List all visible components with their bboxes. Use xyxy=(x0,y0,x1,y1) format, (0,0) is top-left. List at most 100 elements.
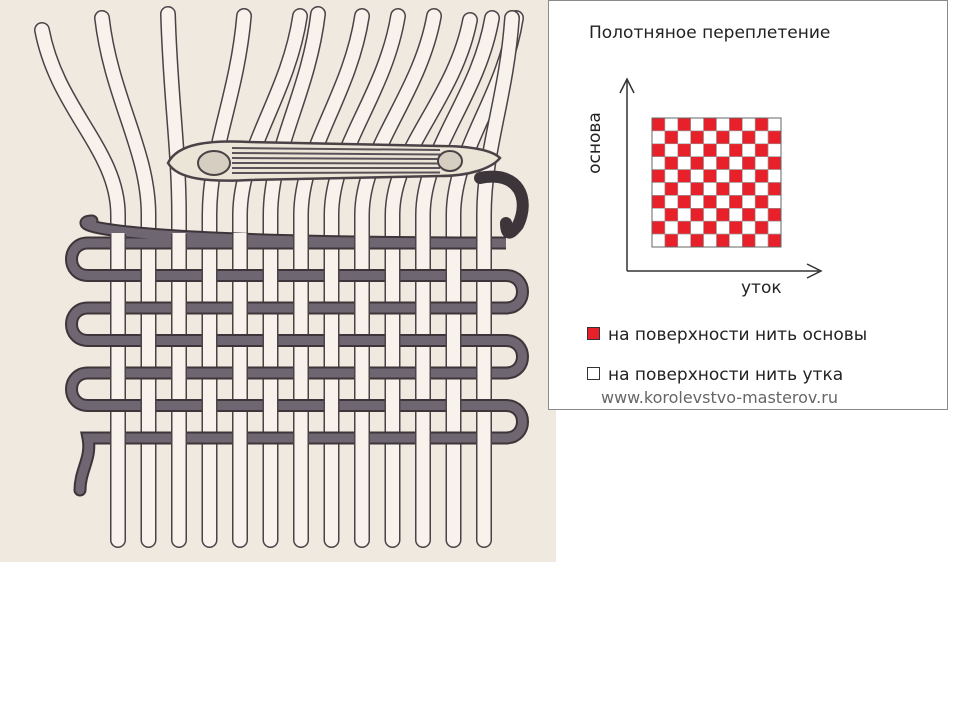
weaving-illustration xyxy=(0,0,556,562)
warp-crossing xyxy=(325,265,338,286)
shuttle-thread-line xyxy=(231,147,441,151)
grid-cell-warp xyxy=(754,169,769,183)
grid-cell-warp xyxy=(742,233,756,248)
grid-cell-warp xyxy=(754,195,769,209)
grid-cell-warp xyxy=(690,182,704,196)
weaving-drawing xyxy=(34,6,529,548)
grid-cell-warp xyxy=(677,117,692,132)
grid-cell-warp xyxy=(767,182,782,196)
warp-crossing xyxy=(111,298,125,318)
warp-crossing xyxy=(172,233,186,253)
warp-crossing xyxy=(294,233,308,253)
grid-cell-weft xyxy=(729,233,743,248)
grid-cell-warp xyxy=(690,208,704,222)
grid-cell-warp xyxy=(729,220,743,235)
weave-chart xyxy=(619,77,823,279)
grid-cell-weft xyxy=(742,143,756,158)
grid-cell-warp xyxy=(742,156,756,170)
grid-cell-weft xyxy=(664,117,679,132)
warp-crossing xyxy=(142,395,155,416)
grid-cell-warp xyxy=(754,143,769,158)
grid-cell-weft xyxy=(703,130,717,145)
grid-cell-warp xyxy=(729,195,743,209)
warp-thread xyxy=(477,11,519,547)
grid-cell-warp xyxy=(716,233,730,248)
y-axis-arrow xyxy=(619,77,635,94)
grid-cell-warp xyxy=(742,182,756,196)
grid-cell-weft xyxy=(767,195,782,209)
warp-crossing xyxy=(416,298,430,318)
grid-cell-warp xyxy=(664,233,679,248)
grid-cell-warp xyxy=(703,195,717,209)
warp-thread xyxy=(386,13,477,547)
grid-cell-weft xyxy=(690,117,704,132)
warp-crossing xyxy=(416,363,430,383)
grid-cell-warp xyxy=(703,143,717,158)
legend-label-warp: на поверхности нить основы xyxy=(608,325,868,345)
grid-cell-warp xyxy=(716,156,730,170)
grid-cell-warp xyxy=(729,169,743,183)
grid-cell-warp xyxy=(716,208,730,222)
grid-cell-weft xyxy=(767,169,782,183)
grid-cell-weft xyxy=(690,195,704,209)
warp-crossing xyxy=(447,330,460,351)
x-axis-arrow xyxy=(806,263,823,279)
grid-cell-warp xyxy=(677,169,692,183)
axes xyxy=(619,77,823,279)
warp-crossing xyxy=(142,330,155,351)
warp-crossing xyxy=(447,265,460,286)
grid-cell-weft xyxy=(664,169,679,183)
grid-cell-warp xyxy=(651,143,666,158)
warp-crossing xyxy=(264,330,277,351)
grid-cell-weft xyxy=(716,117,730,132)
shuttle-thread-line xyxy=(231,162,441,165)
grid-cell-warp xyxy=(703,169,717,183)
grid-cell-warp xyxy=(729,143,743,158)
grid-cell-weft xyxy=(754,130,769,145)
grid-cell-weft xyxy=(651,182,666,196)
shuttle-body xyxy=(166,140,502,182)
grid-cell-weft xyxy=(677,156,692,170)
grid-cell-warp xyxy=(729,117,743,132)
grid-cell-warp xyxy=(767,130,782,145)
grid-cell-weft xyxy=(703,233,717,248)
warp-thread xyxy=(233,9,307,547)
warp-crossing xyxy=(233,233,247,253)
grid-cell-warp xyxy=(677,220,692,235)
grid-cell-warp xyxy=(767,233,782,248)
warp-threads xyxy=(34,6,524,548)
grid-cell-weft xyxy=(729,156,743,170)
grid-cell-weft xyxy=(651,208,666,222)
legend-swatch-red xyxy=(587,326,600,340)
shuttle-thread-line xyxy=(231,171,441,174)
grid-cell-warp xyxy=(664,182,679,196)
grid-cell-warp xyxy=(690,130,704,145)
warp-crossing xyxy=(264,395,277,416)
grid-cell-weft xyxy=(703,156,717,170)
grid-cell-warp xyxy=(664,130,679,145)
warp-crossing xyxy=(325,330,338,351)
grid-cell-weft xyxy=(716,220,730,235)
warp-thread xyxy=(203,9,251,547)
warp-crossing xyxy=(233,298,247,318)
grid-cell-weft xyxy=(754,233,769,248)
weave-grid xyxy=(651,117,782,248)
grid-cell-warp xyxy=(677,143,692,158)
grid-cell-weft xyxy=(664,143,679,158)
grid-border xyxy=(651,117,782,248)
shuttle-end xyxy=(197,150,231,176)
grid-cell-warp xyxy=(754,117,769,132)
warp-thread xyxy=(325,9,405,547)
x-axis-label: уток xyxy=(741,278,782,298)
warp-crossing xyxy=(294,298,308,318)
grid-cell-weft xyxy=(729,208,743,222)
plain-weave-panel: Полотняное переплетение основа уток на п… xyxy=(548,0,948,410)
grid-cell-weft xyxy=(703,208,717,222)
grid-cell-warp xyxy=(754,220,769,235)
warp-crossing xyxy=(355,428,369,448)
warp-thread xyxy=(294,9,369,547)
grid-cell-warp xyxy=(742,208,756,222)
warp-crossing xyxy=(325,395,338,416)
grid-cell-weft xyxy=(690,220,704,235)
grid-cell-warp xyxy=(767,156,782,170)
